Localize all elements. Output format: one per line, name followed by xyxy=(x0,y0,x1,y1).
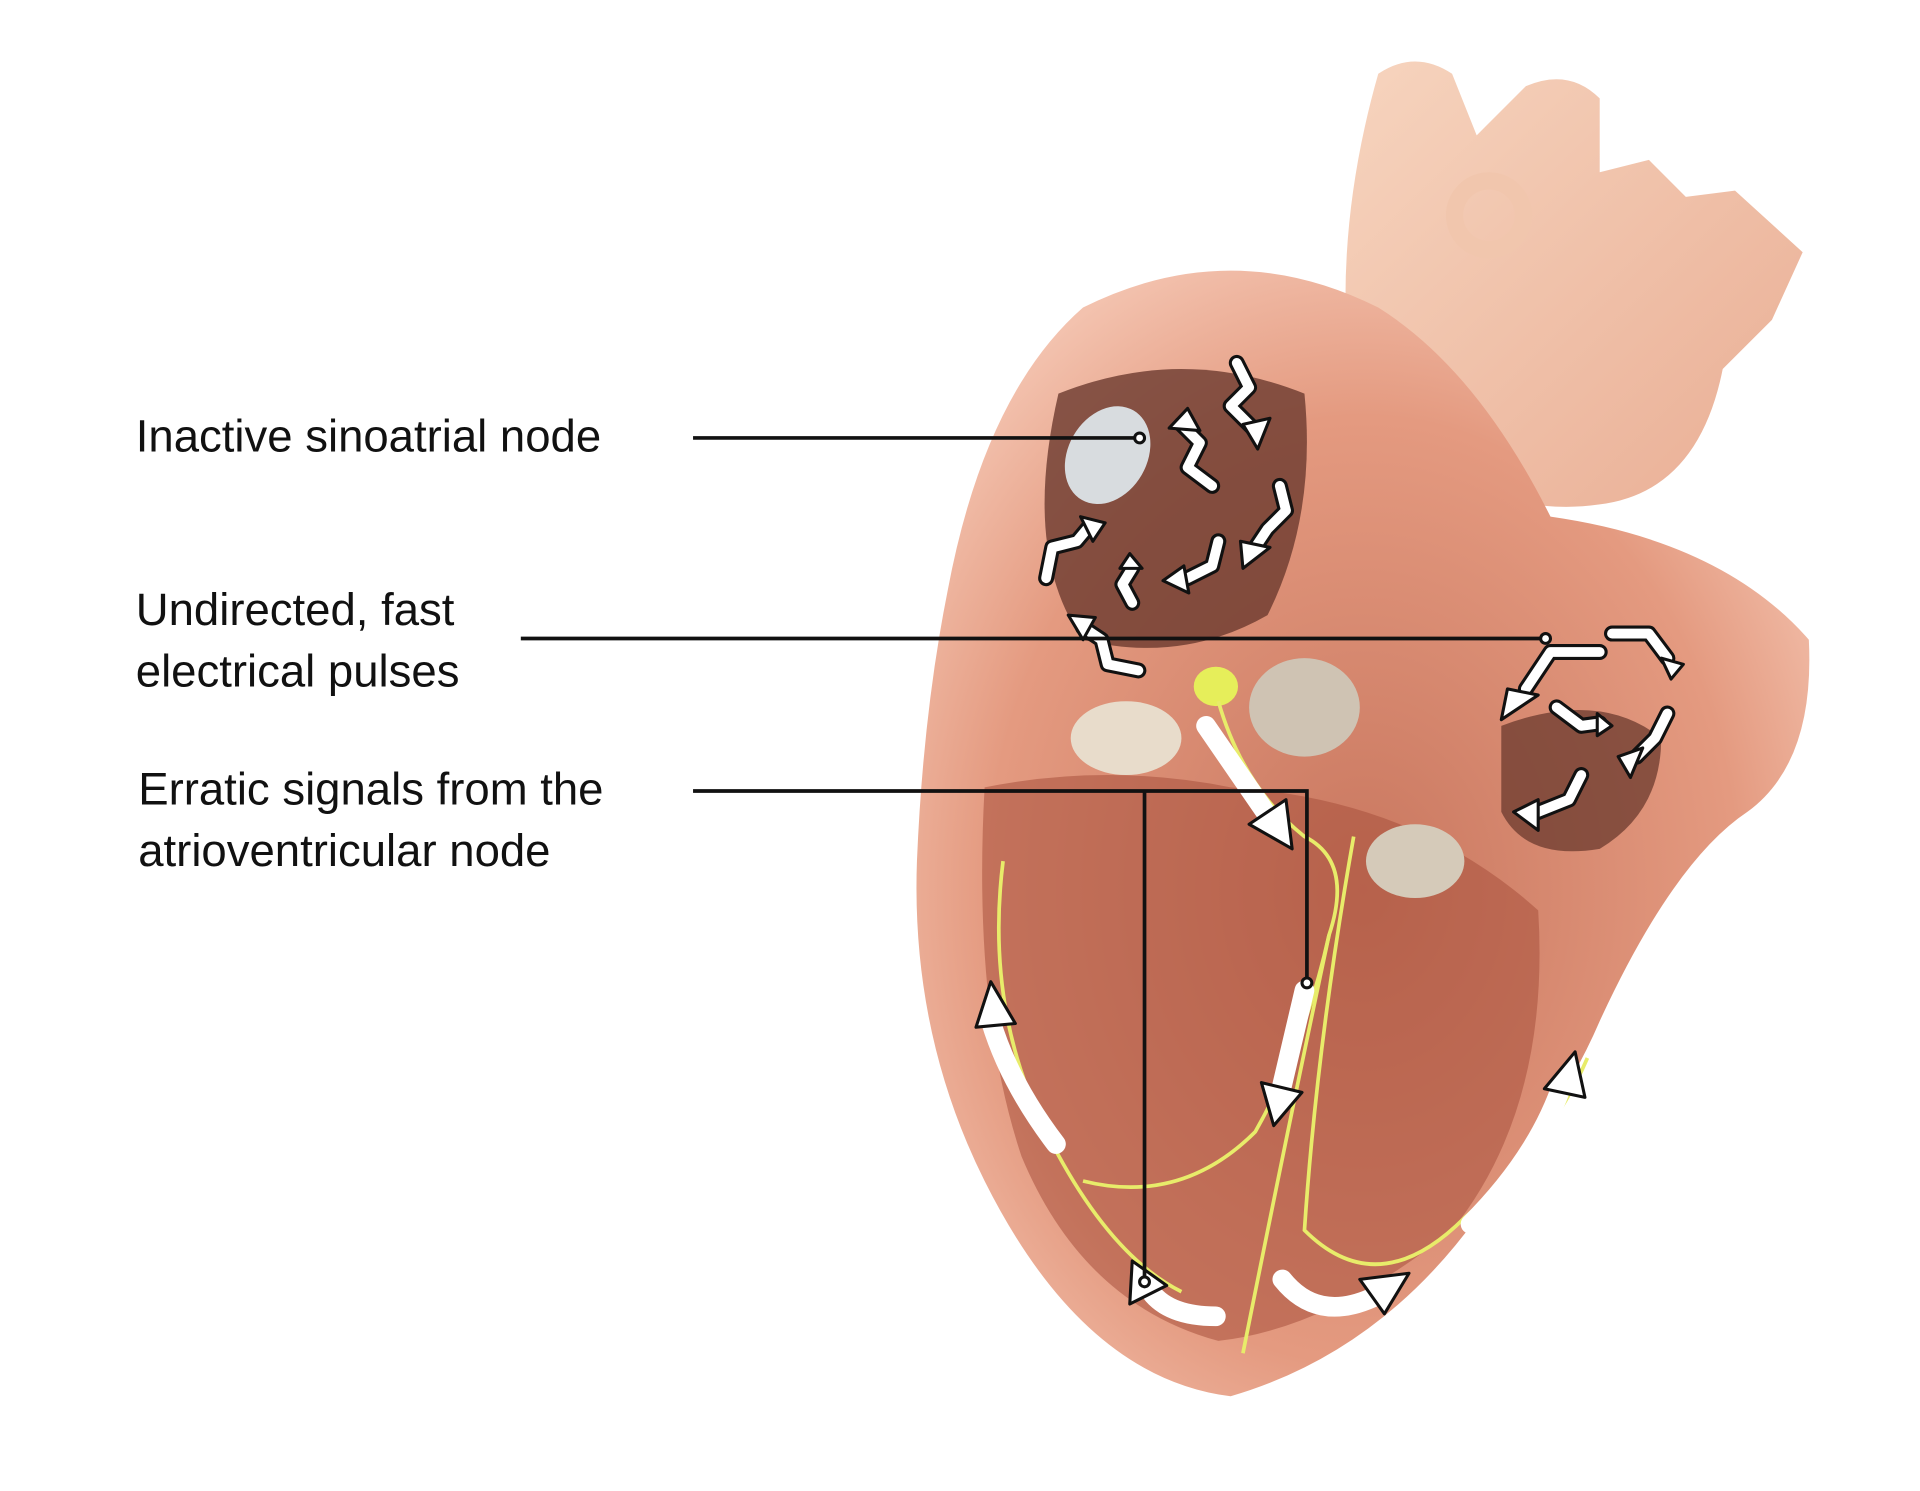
label-pulses-line2: electrical pulses xyxy=(136,645,460,696)
atrioventricular-node xyxy=(1193,666,1239,707)
conduction-fiber xyxy=(1241,934,1331,1354)
ventricle-interior xyxy=(982,775,1540,1341)
fast-pulse-arrows xyxy=(1038,354,1685,832)
squiggle-arrow xyxy=(1161,533,1227,595)
leader-line-av-node xyxy=(693,789,1309,1281)
mitral-valve xyxy=(1365,824,1465,899)
heart-illustration xyxy=(916,61,1810,1397)
arrowhead xyxy=(1542,1050,1587,1099)
aortic-valve xyxy=(1249,658,1360,757)
pointer-dot xyxy=(1138,1275,1151,1289)
tricuspid-valve xyxy=(1070,701,1182,776)
squiggle-arrow xyxy=(1167,406,1221,494)
squiggle-arrow xyxy=(1499,644,1608,722)
squiggle-arrow xyxy=(1548,699,1614,738)
label-sa-node: Inactive sinoatrial node xyxy=(136,410,601,461)
erratic-signal-arrows xyxy=(974,715,1587,1327)
arrowhead xyxy=(974,980,1017,1029)
squiggle-arrow xyxy=(1222,354,1272,451)
arrowhead xyxy=(1259,1081,1304,1128)
right-atrium xyxy=(1044,369,1307,648)
signal-arrow xyxy=(980,1011,1066,1154)
arrowhead xyxy=(1247,798,1294,851)
squiggle-arrow xyxy=(1616,705,1676,780)
squiggle-arrow xyxy=(1512,767,1590,832)
squiggle-arrow xyxy=(1038,515,1107,587)
squiggle-arrow xyxy=(1238,477,1294,570)
label-pulses-line1: Undirected, fast xyxy=(136,584,455,635)
squiggle-arrow xyxy=(1604,625,1685,681)
vessel-ring xyxy=(1445,172,1533,259)
label-av-node-line2: atrioventricular node xyxy=(138,825,550,876)
signal-arrow xyxy=(1272,1269,1382,1317)
signal-arrow xyxy=(1140,1281,1226,1327)
arrowhead xyxy=(1358,1271,1411,1316)
sinoatrial-node xyxy=(1064,406,1151,505)
pointer-dot xyxy=(1539,632,1553,645)
pointer-dot xyxy=(1300,976,1314,990)
pointer-dot xyxy=(1133,431,1147,445)
label-av-node-line1: Erratic signals from the xyxy=(138,764,603,815)
leader-lines xyxy=(520,431,1553,1289)
signal-arrow xyxy=(1460,1072,1573,1234)
squiggle-arrow xyxy=(1114,552,1144,611)
signal-arrow xyxy=(1196,715,1284,835)
squiggle-arrow xyxy=(1066,613,1147,679)
signal-arrow xyxy=(1270,980,1315,1105)
